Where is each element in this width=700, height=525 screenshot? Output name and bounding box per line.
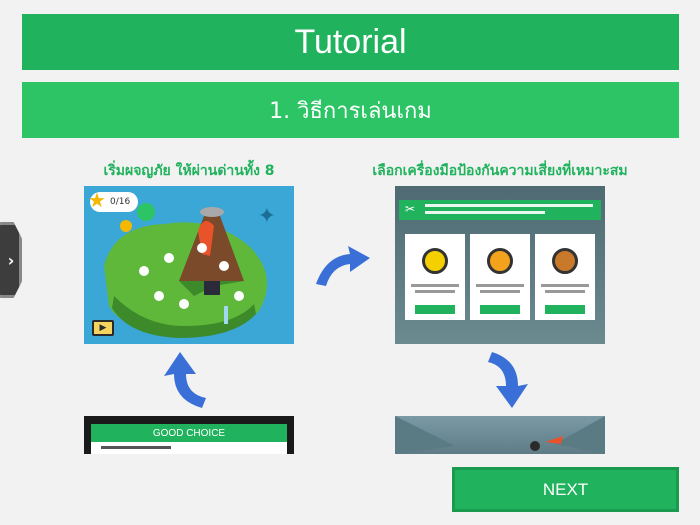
tools-icon: ✂ bbox=[405, 202, 416, 216]
scene-screenshot bbox=[395, 416, 605, 454]
score-value: 0/16 bbox=[110, 197, 131, 207]
chevron-right-icon: › bbox=[7, 250, 15, 270]
map-screenshot: 0/16 ★ ✦ ▶ bbox=[84, 186, 294, 344]
play-icon: ▶ bbox=[92, 320, 114, 336]
tool-card-button bbox=[480, 305, 520, 314]
good-choice-screenshot: GOOD CHOICE bbox=[84, 416, 294, 454]
shield-icon bbox=[422, 248, 448, 274]
arrow-down-icon bbox=[488, 352, 528, 408]
next-button[interactable]: NEXT bbox=[452, 467, 679, 512]
compass-icon: ✦ bbox=[257, 204, 276, 229]
scene-illustration bbox=[395, 416, 605, 454]
section-title: 1. วิธีการเล่นเกม bbox=[269, 98, 432, 124]
island-illustration bbox=[104, 203, 267, 338]
next-button-label: NEXT bbox=[542, 479, 589, 499]
vault-icon bbox=[552, 248, 578, 274]
tool-card bbox=[405, 234, 465, 320]
step1-label: เริ่มผจญภัย ให้ผ่านด่านทั้ง 8 bbox=[103, 163, 275, 179]
arrow-up-icon bbox=[164, 352, 206, 408]
wheel-icon bbox=[487, 248, 513, 274]
step2-label: เลือกเครื่องมือป้องกันความเสี่ยงที่เหมาะ… bbox=[372, 163, 628, 179]
side-expand-tab[interactable]: › bbox=[0, 222, 22, 298]
tool-selection-screenshot: ✂ bbox=[395, 186, 605, 344]
tool-card-button bbox=[545, 305, 585, 314]
arrow-right-icon bbox=[316, 246, 370, 286]
score-badge: 0/16 bbox=[90, 192, 138, 212]
star-icon: ★ bbox=[88, 188, 106, 212]
title-bar: Tutorial bbox=[22, 14, 679, 70]
tool-card-button bbox=[415, 305, 455, 314]
tool-selection-header: ✂ bbox=[399, 200, 601, 220]
good-choice-header: GOOD CHOICE bbox=[91, 424, 287, 442]
page-title: Tutorial bbox=[294, 22, 407, 61]
section-header: 1. วิธีการเล่นเกม bbox=[22, 82, 679, 138]
tool-card bbox=[470, 234, 530, 320]
tool-card bbox=[535, 234, 595, 320]
